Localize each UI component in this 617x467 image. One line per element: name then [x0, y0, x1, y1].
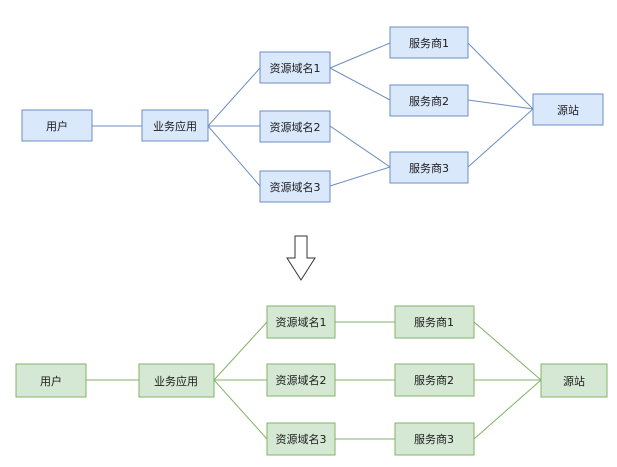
- top-node-provider1-label: 服务商1: [409, 36, 449, 50]
- edge-provider3-origin: [467, 108, 534, 168]
- bottom-node-provider1[interactable]: 服务商1: [394, 305, 475, 339]
- edge-provider2-origin: [467, 99, 534, 110]
- bottom-edges: [86, 321, 542, 440]
- edge-domain2-provider3: [329, 125, 391, 168]
- bottom-node-provider1-label: 服务商1: [414, 315, 454, 329]
- edge-domain3-provider3: [329, 166, 391, 187]
- edge-app-domain3: [207, 125, 261, 187]
- top-node-provider2-label: 服务商2: [409, 94, 449, 108]
- top-nodes: 用户 业务应用 资源域名1 资源域名2 资源域名3 服务商1 服务商2 服务商: [21, 26, 604, 203]
- bottom-node-domain3-label: 资源域名3: [276, 432, 327, 446]
- bottom-node-user[interactable]: 用户: [15, 363, 87, 398]
- bottom-node-domain2[interactable]: 资源域名2: [266, 363, 336, 397]
- bottom-node-provider2-label: 服务商2: [414, 373, 454, 387]
- edge-domain1-provider1: [329, 42, 391, 69]
- top-node-provider2[interactable]: 服务商2: [389, 84, 469, 117]
- top-node-domain3[interactable]: 资源域名3: [259, 170, 331, 203]
- bottom-node-app[interactable]: 业务应用: [138, 363, 215, 398]
- top-node-provider3[interactable]: 服务商3: [389, 151, 469, 184]
- top-node-app[interactable]: 业务应用: [141, 109, 209, 142]
- edge-b-app-domain1: [213, 321, 268, 381]
- bottom-node-provider3[interactable]: 服务商3: [394, 422, 475, 456]
- edge-b-provider1-origin: [473, 321, 542, 381]
- top-node-domain2[interactable]: 资源域名2: [259, 110, 331, 143]
- top-node-origin-label: 源站: [557, 103, 579, 117]
- top-node-user-label: 用户: [46, 119, 68, 133]
- top-node-provider3-label: 服务商3: [409, 161, 449, 175]
- bottom-node-domain1-label: 资源域名1: [276, 315, 327, 329]
- bottom-node-origin[interactable]: 源站: [540, 363, 608, 398]
- edge-domain1-provider2: [329, 67, 391, 101]
- top-node-provider1[interactable]: 服务商1: [389, 26, 469, 59]
- edge-b-provider3-origin: [473, 379, 542, 440]
- top-edges: [92, 42, 534, 187]
- edge-b-app-domain3: [213, 379, 268, 440]
- edge-app-domain1: [207, 67, 261, 127]
- bottom-nodes: 用户 业务应用 资源域名1 资源域名2 资源域名3 服务商1 服务商2 服务商: [15, 305, 608, 456]
- top-node-domain1-label: 资源域名1: [270, 61, 321, 75]
- bottom-node-origin-label: 源站: [563, 374, 585, 388]
- bottom-node-domain1[interactable]: 资源域名1: [266, 305, 336, 339]
- bottom-node-provider3-label: 服务商3: [414, 432, 454, 446]
- bottom-node-domain2-label: 资源域名2: [276, 373, 327, 387]
- top-node-user[interactable]: 用户: [21, 109, 93, 142]
- bottom-node-provider2[interactable]: 服务商2: [394, 363, 475, 397]
- bottom-node-app-label: 业务应用: [154, 374, 198, 388]
- down-arrow-icon: [286, 235, 316, 281]
- bottom-node-domain3[interactable]: 资源域名3: [266, 422, 336, 456]
- edge-provider1-origin: [467, 42, 534, 110]
- top-node-app-label: 业务应用: [153, 119, 197, 133]
- top-node-domain3-label: 资源域名3: [270, 180, 321, 194]
- bottom-node-user-label: 用户: [40, 374, 62, 388]
- top-node-domain2-label: 资源域名2: [270, 120, 321, 134]
- top-node-origin[interactable]: 源站: [532, 93, 604, 126]
- top-node-domain1[interactable]: 资源域名1: [259, 51, 331, 84]
